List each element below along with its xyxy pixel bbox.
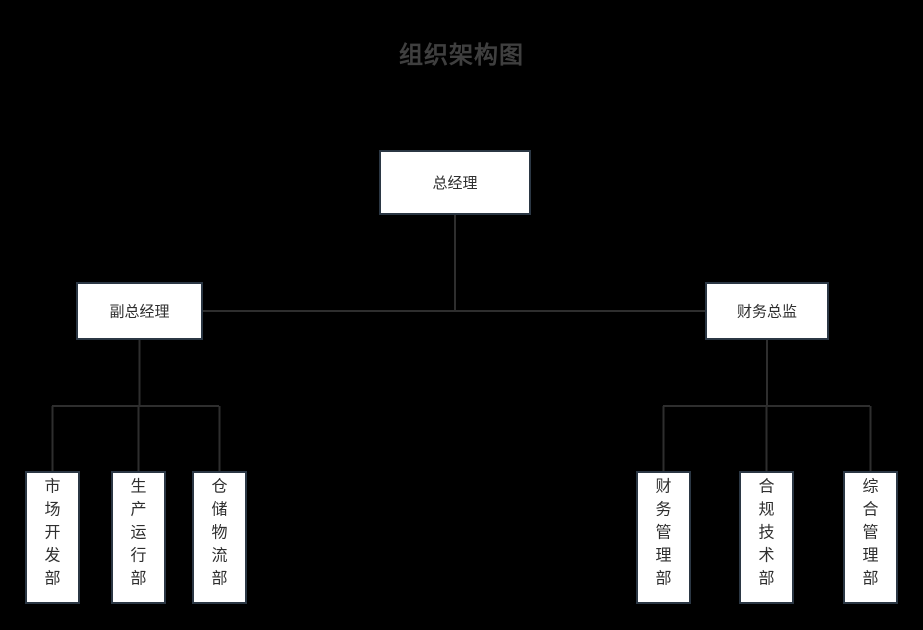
org-node-compliance-tech[interactable]: 合规技术部 [739,471,794,604]
node-label-compliance-tech: 合规技术部 [758,477,774,588]
org-node-general-mgmt[interactable]: 综合管理部 [843,471,898,604]
node-box-finance-director[interactable] [705,282,829,340]
node-box-market-dev[interactable] [25,471,80,604]
node-box-deputy-gm[interactable] [76,282,203,340]
org-node-gm[interactable]: 总经理 [379,150,531,215]
org-node-production-ops[interactable]: 生产运行部 [111,471,166,604]
org-node-market-dev[interactable]: 市场开发部 [25,471,80,604]
org-node-financial-mgmt[interactable]: 财务管理部 [636,471,691,604]
node-box-financial-mgmt[interactable] [636,471,691,604]
node-box-warehouse-logistics[interactable] [192,471,247,604]
connectors-layer [51,214,872,472]
node-label-deputy-gm: 副总经理 [109,303,169,321]
page-title: 组织架构图 [399,41,524,69]
node-label-warehouse-logistics: 仓储物流部 [211,477,227,588]
org-node-finance-director[interactable]: 财务总监 [705,282,829,340]
org-node-deputy-gm[interactable]: 副总经理 [76,282,203,340]
node-box-compliance-tech[interactable] [739,471,794,604]
node-label-general-mgmt: 综合管理部 [862,477,878,588]
node-box-general-mgmt[interactable] [843,471,898,604]
node-label-production-ops: 生产运行部 [130,477,146,588]
node-box-production-ops[interactable] [111,471,166,604]
org-node-warehouse-logistics[interactable]: 仓储物流部 [192,471,247,604]
node-label-market-dev: 市场开发部 [44,477,60,588]
node-label-finance-director: 财务总监 [737,303,797,321]
node-label-financial-mgmt: 财务管理部 [655,477,671,588]
node-label-gm: 总经理 [432,174,477,192]
node-box-gm[interactable] [379,150,531,215]
